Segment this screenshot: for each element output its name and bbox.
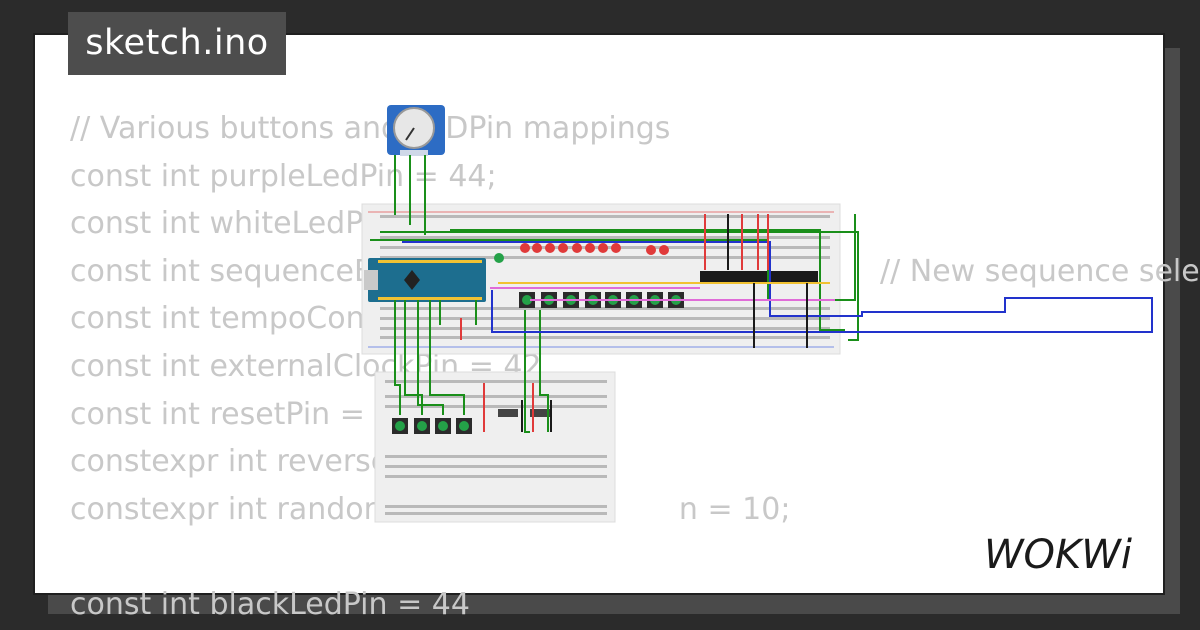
code-line: const int resetPin = 4 [70,396,394,432]
pushbutton-row-small [392,418,472,434]
potentiometer [387,105,445,156]
slide-switch [498,409,518,417]
file-tab[interactable]: sketch.ino [68,12,286,75]
ic-chip [700,271,818,283]
code-line: const int sequenceB // New sequence sele [70,253,1200,289]
code-line: const int purpleLedPin = 44; [70,158,497,194]
code-line: const int blackLedPin = 44 [70,586,470,622]
wokwi-logo-text: WOKWi [984,532,1132,578]
wires [370,155,1153,433]
arduino-nano [364,258,486,302]
led-row [520,243,669,255]
wokwi-logo: WOKWi [984,532,1132,578]
code-line: constexpr int reverse [70,444,390,480]
code-line: constexpr int random n = 10; [70,491,791,527]
slide-switch [530,409,550,417]
code-line: const int tempoCon [70,301,365,337]
breadboard-small [374,371,616,523]
code-line: const int whiteLedPin [70,206,391,242]
